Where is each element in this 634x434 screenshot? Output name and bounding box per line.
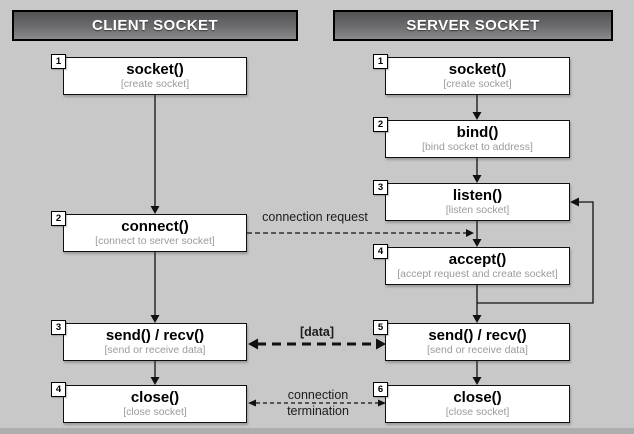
step-number-badge: 1 — [51, 54, 66, 69]
step-box-client-close: 4 close() [close socket] — [51, 382, 247, 423]
step-number-badge: 3 — [373, 180, 388, 195]
step-title: close() — [453, 389, 502, 406]
step-number-badge: 5 — [373, 320, 388, 335]
step-box-client-connect: 2 connect() [connect to server socket] — [51, 211, 247, 252]
step-title: connect() — [121, 218, 189, 235]
step-title: send() / recv() — [105, 327, 205, 344]
step-title: close() — [130, 389, 180, 406]
step-number-badge: 4 — [373, 244, 388, 259]
step-title: listen() — [452, 187, 503, 204]
step-number-badge: 3 — [51, 320, 66, 335]
step-box-client-socket: 1 socket() [create socket] — [51, 54, 247, 95]
step-subtitle: [listen socket] — [445, 204, 510, 216]
step-box-server-send-recv: 5 send() / recv() [send or receive data] — [373, 320, 570, 361]
step-number-badge: 6 — [373, 382, 388, 397]
data-label: [data] — [299, 325, 335, 339]
step-box-server-socket: 1 socket() [create socket] — [373, 54, 570, 95]
connection-termination-arrow — [248, 399, 386, 407]
connection-request-arrow — [247, 229, 474, 237]
step-number-badge: 2 — [373, 117, 388, 132]
step-title: socket() — [126, 61, 184, 78]
termination-label-line2: termination — [287, 404, 349, 418]
step-title: accept() — [448, 251, 507, 268]
step-box-server-listen: 3 listen() [listen socket] — [373, 180, 570, 221]
data-exchange-arrow — [248, 338, 386, 350]
step-box-client-send-recv: 3 send() / recv() [send or receive data] — [51, 320, 247, 361]
step-subtitle: [bind socket to address] — [422, 141, 533, 153]
step-number-badge: 4 — [51, 382, 66, 397]
client-socket-header: CLIENT SOCKET — [12, 10, 298, 41]
accept-to-listen-loop-line — [477, 201, 594, 304]
step-subtitle: [close socket] — [123, 406, 187, 418]
termination-label-line1: connection — [287, 388, 349, 402]
step-subtitle: [create socket] — [120, 78, 190, 90]
step-box-server-accept: 4 accept() [accept request and create so… — [373, 244, 570, 285]
arrowheads — [150, 112, 579, 385]
client-header-label: CLIENT SOCKET — [91, 17, 219, 34]
step-title: send() / recv() — [428, 327, 527, 344]
step-subtitle: [send or receive data] — [427, 344, 528, 356]
step-subtitle: [close socket] — [445, 406, 510, 418]
bottom-edge-border — [0, 428, 634, 434]
step-title: bind() — [456, 124, 499, 141]
step-box-server-close: 6 close() [close socket] — [373, 382, 570, 423]
step-subtitle: [connect to server socket] — [95, 235, 215, 247]
step-subtitle: [accept request and create socket] — [397, 268, 558, 280]
step-box-server-bind: 2 bind() [bind socket to address] — [373, 117, 570, 158]
server-header-label: SERVER SOCKET — [406, 17, 540, 34]
solid-flow-lines — [154, 94, 594, 377]
step-number-badge: 2 — [51, 211, 66, 226]
connection-request-label: connection request — [262, 210, 368, 224]
step-title: socket() — [448, 61, 507, 78]
step-subtitle: [create socket] — [443, 78, 512, 90]
connection-termination-label: connection termination — [270, 387, 366, 419]
server-socket-header: SERVER SOCKET — [333, 10, 613, 41]
step-subtitle: [send or receive data] — [104, 344, 206, 356]
step-number-badge: 1 — [373, 54, 388, 69]
